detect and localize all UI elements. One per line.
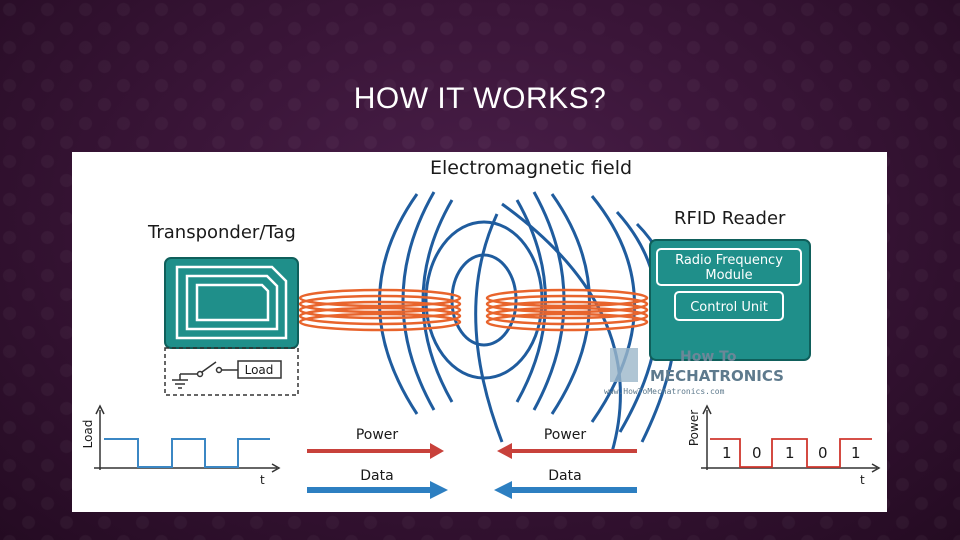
load-box	[237, 360, 282, 379]
field-arc-right-4	[501, 202, 622, 453]
data-arrow-right	[494, 481, 637, 499]
rf-module-box	[656, 248, 802, 286]
power-graph: Power 1 0 1 0 1 t	[687, 404, 881, 487]
rf-module-line2: Module	[705, 268, 752, 283]
bit-1: 0	[752, 444, 762, 462]
tag-arrows: Power Data	[307, 427, 448, 499]
power-axis-label: Power	[687, 410, 701, 446]
load-square-wave	[104, 438, 270, 468]
control-unit-label: Control Unit	[690, 300, 768, 315]
bit-3: 0	[818, 444, 828, 462]
reader-coil	[485, 288, 649, 332]
field-arc-right-1	[532, 191, 566, 411]
watermark-url: www.HowToMechatronics.com	[604, 387, 725, 396]
reader-label: RFID Reader	[674, 208, 786, 229]
bit-4: 1	[851, 444, 861, 462]
tag-coil	[298, 288, 462, 332]
rfid-diagram: Electromagnetic field Transponder/Tag RF…	[72, 152, 887, 512]
field-arc-left-1	[401, 191, 436, 411]
rfid-diagram-svg: Electromagnetic field Transponder/Tag RF…	[81, 157, 881, 499]
power-arrow-right-label: Power	[544, 427, 587, 443]
watermark-line2: MECHATRONICS	[650, 367, 784, 385]
control-unit-box	[674, 291, 784, 321]
field-arc-left-3	[378, 193, 419, 415]
data-arrow-right-label: Data	[548, 468, 581, 484]
data-arrow-left	[307, 481, 448, 499]
bit-0: 1	[722, 444, 732, 462]
load-circuit: Load	[164, 347, 299, 396]
power-arrow-left-label: Power	[356, 427, 399, 443]
field-label: Electromagnetic field	[430, 157, 632, 179]
power-arrow-right	[497, 443, 637, 459]
power-arrow-left	[307, 443, 444, 459]
power-square-wave	[710, 438, 872, 468]
watermark-line1: How To	[680, 349, 737, 365]
reader-arrows: Power Data	[494, 427, 637, 499]
time-axis-right: t	[860, 473, 865, 487]
field-arc-mid	[474, 213, 504, 443]
load-box-label: Load	[245, 363, 274, 377]
transponder-card	[164, 257, 299, 349]
slide-title: HOW IT WORKS?	[353, 82, 607, 115]
time-axis-left: t	[260, 473, 265, 487]
rf-module-line1: Radio Frequency	[675, 253, 783, 268]
load-axis-label: Load	[81, 420, 95, 449]
data-arrow-left-label: Data	[360, 468, 393, 484]
field-arc-left-2	[421, 199, 454, 403]
load-graph: Load t	[81, 404, 281, 487]
bit-2: 1	[785, 444, 795, 462]
reader-box: Radio Frequency Module Control Unit	[649, 239, 811, 361]
watermark-logo: How To MECHATRONICS www.HowToMechatronic…	[604, 348, 784, 396]
field-arc-right-3	[550, 193, 591, 415]
tag-label: Transponder/Tag	[147, 222, 296, 243]
